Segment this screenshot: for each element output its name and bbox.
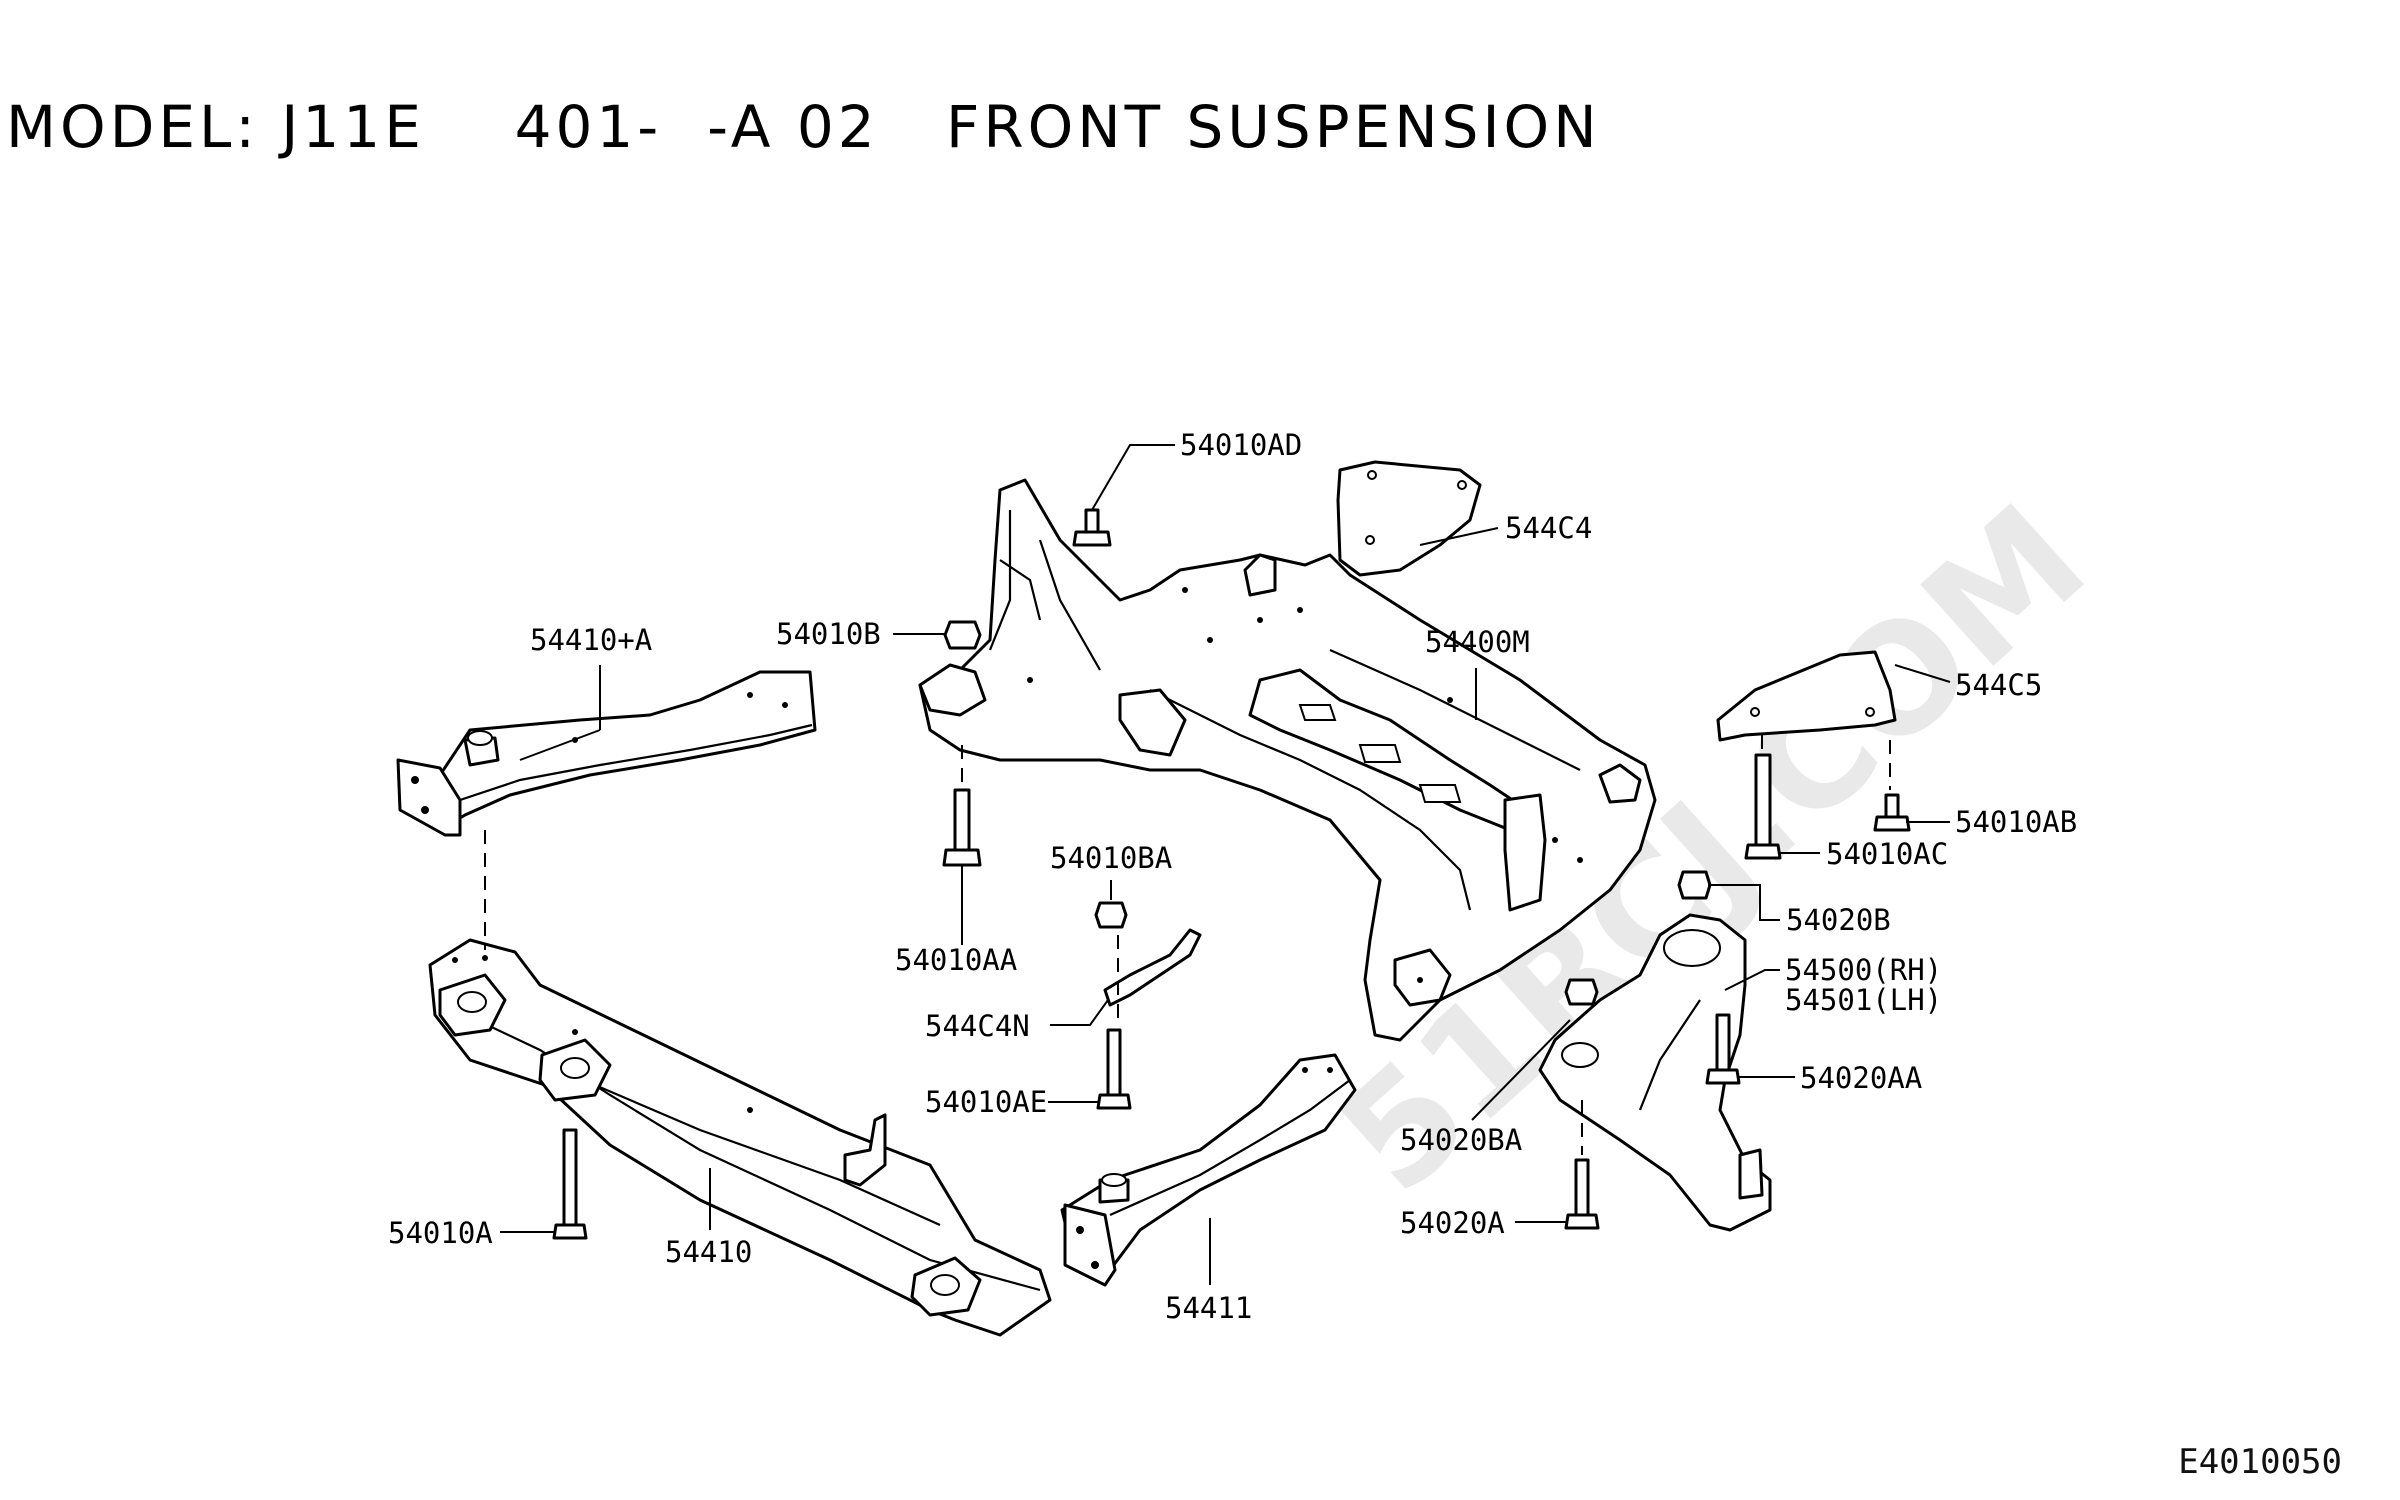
assembly-lines [484, 735, 1891, 1155]
label-54010AD: 54010AD [1180, 428, 1302, 462]
label-54010A: 54010A [388, 1216, 493, 1250]
bolt-54010AE[interactable] [1096, 1028, 1132, 1110]
label-54500RH: 54500(RH) [1785, 953, 1942, 987]
label-54010AC: 54010AC [1826, 837, 1948, 871]
label-54020A: 54020A [1400, 1206, 1505, 1240]
diagram-code: E4010050 [2178, 1442, 2342, 1482]
label-54010B: 54010B [776, 617, 881, 651]
bolt-54010AC[interactable] [1744, 753, 1782, 860]
bracket-544C4[interactable] [1336, 460, 1482, 577]
nut-54020BA[interactable] [1564, 978, 1599, 1006]
label-544C5: 544C5 [1955, 668, 2042, 702]
nut-54010B[interactable] [943, 620, 982, 650]
bolt-54010A[interactable] [552, 1128, 588, 1240]
page-title: MODEL: J11E 401- -A 02 FRONT SUSPENSION [6, 93, 1601, 161]
label-54400M: 54400M [1425, 625, 1530, 659]
bolt-54020A[interactable] [1564, 1158, 1600, 1230]
label-54020B: 54020B [1786, 903, 1891, 937]
leader-lines [500, 444, 1951, 1285]
bolt-54010AB[interactable] [1873, 793, 1911, 832]
label-54010AB: 54010AB [1955, 805, 2077, 839]
member-54411[interactable] [1060, 1053, 1357, 1287]
rear-member-54410A[interactable] [396, 670, 817, 837]
label-54410: 54410 [665, 1235, 752, 1269]
front-crossmember-54410[interactable] [428, 938, 1052, 1337]
bolt-54020AA[interactable] [1705, 1013, 1741, 1085]
label-544C4N: 544C4N [925, 1009, 1030, 1043]
label-54010AA: 54010AA [895, 943, 1017, 977]
label-54010AE: 54010AE [925, 1085, 1047, 1119]
label-54501LH: 54501(LH) [1785, 983, 1942, 1017]
bolt-54010AA[interactable] [942, 788, 982, 867]
label-544C4: 544C4 [1505, 511, 1592, 545]
nut-54010BA[interactable] [1094, 901, 1128, 929]
bracket-544C4N[interactable] [1103, 928, 1202, 1007]
label-54010BA: 54010BA [1050, 841, 1172, 875]
label-54020BA: 54020BA [1400, 1123, 1522, 1157]
label-54410A-plus: 54410+A [530, 623, 652, 657]
bolt-54010AD[interactable] [1072, 508, 1112, 547]
lower-arm-54500-54501[interactable] [1538, 913, 1772, 1232]
label-54411: 54411 [1165, 1291, 1252, 1325]
label-54020AA: 54020AA [1800, 1061, 1922, 1095]
bracket-544C5[interactable] [1716, 650, 1897, 742]
main-crossmember-54400M[interactable] [918, 478, 1657, 1042]
nut-54020B[interactable] [1677, 870, 1712, 900]
